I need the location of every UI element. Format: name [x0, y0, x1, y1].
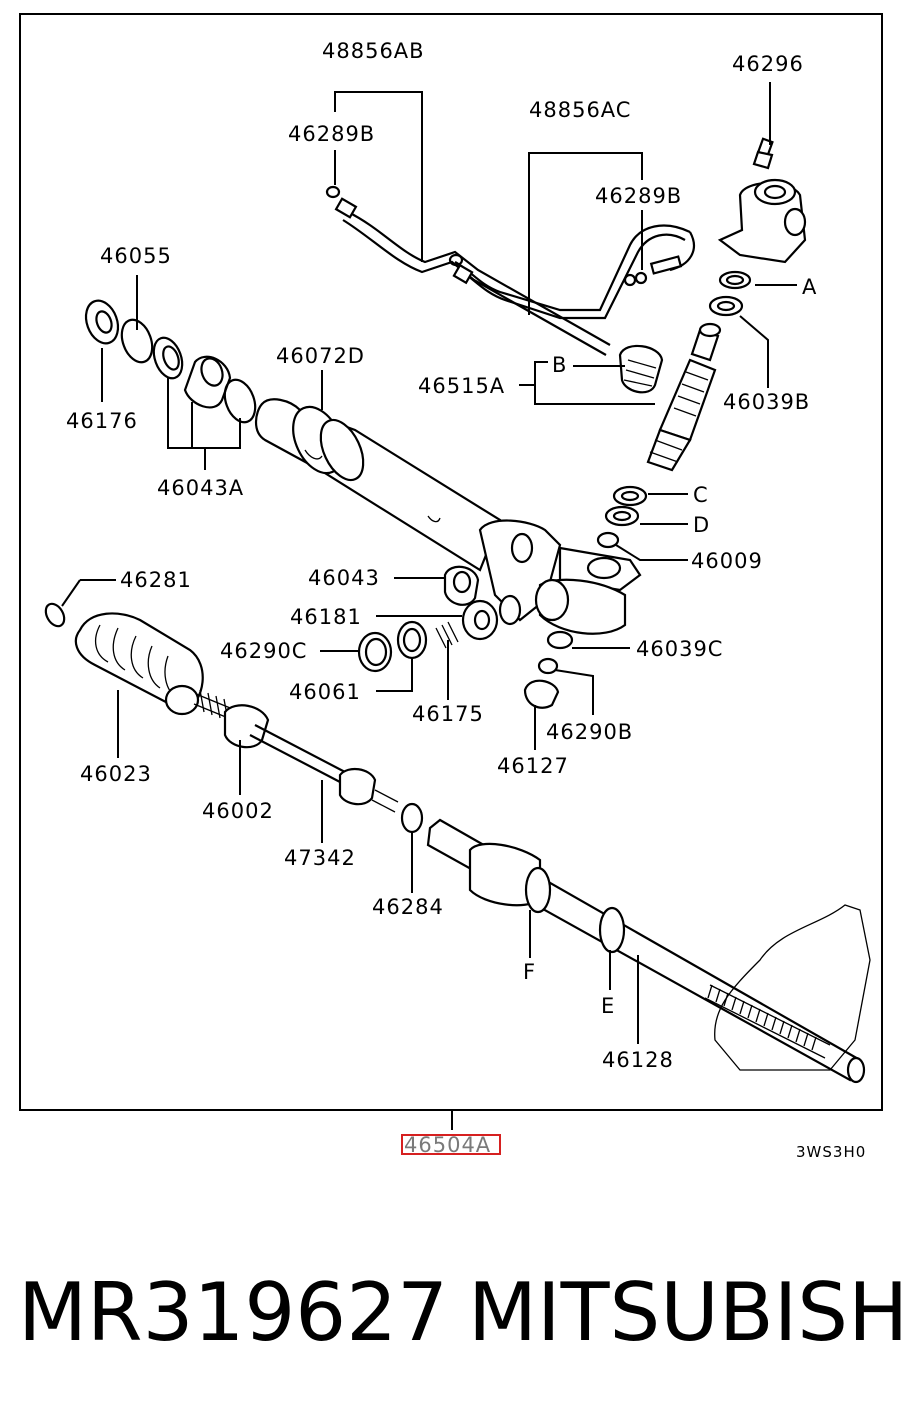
label-46176: 46176: [66, 409, 138, 433]
label-46002: 46002: [202, 799, 274, 823]
label-46289B-lower: 46289B: [595, 184, 682, 208]
label-46175: 46175: [412, 702, 484, 726]
label-46043A: 46043A: [157, 476, 244, 500]
gear-housing: [254, 398, 642, 635]
label-46128: 46128: [602, 1048, 674, 1072]
label-48856AC: 48856AC: [529, 98, 631, 122]
label-46290C: 46290C: [220, 639, 307, 663]
label-F: F: [523, 960, 536, 984]
label-46515A: 46515A: [418, 374, 505, 398]
label-46284: 46284: [372, 895, 444, 919]
assembly-label-highlight: [401, 1134, 501, 1155]
label-46181: 46181: [290, 605, 362, 629]
rack-boot-and-tie-rod: [44, 602, 424, 834]
label-48856AB: 48856AB: [322, 39, 425, 63]
label-46127: 46127: [497, 754, 569, 778]
label-47342: 47342: [284, 846, 356, 870]
brand-caption: MITSUBISHI: [468, 1266, 909, 1359]
assembly-label-46504A[interactable]: 46504A: [404, 1133, 491, 1157]
rack-support-parts: [357, 565, 499, 673]
label-46290B: 46290B: [546, 720, 633, 744]
label-B: B: [552, 353, 567, 377]
label-46043: 46043: [308, 566, 380, 590]
label-E: E: [601, 994, 615, 1018]
label-A: A: [802, 275, 817, 299]
label-46289B-upper: 46289B: [288, 122, 375, 146]
label-46039C: 46039C: [636, 637, 723, 661]
housing-seals: [523, 485, 648, 709]
valve-housing-cap: [708, 137, 807, 317]
pinion-valve: [618, 322, 722, 472]
label-C: C: [693, 483, 709, 507]
label-46039B: 46039B: [723, 390, 810, 414]
label-46055: 46055: [100, 244, 172, 268]
label-46281: 46281: [120, 568, 192, 592]
part-labels: 48856AB 46289B 48856AC 46289B 46296 A 46…: [66, 39, 817, 1072]
part-number-caption: MR319627: [18, 1266, 448, 1359]
label-46296: 46296: [732, 52, 804, 76]
diagram-code: 3WS3H0: [796, 1143, 866, 1161]
label-46009: 46009: [691, 549, 763, 573]
pressure-tubes: [325, 185, 696, 356]
leader-lines: [61, 82, 797, 1130]
steering-rack: [426, 818, 871, 1084]
label-46023: 46023: [80, 762, 152, 786]
label-D: D: [693, 513, 710, 537]
left-end-rings: [84, 299, 257, 424]
label-46061: 46061: [289, 680, 361, 704]
label-46072D: 46072D: [276, 344, 365, 368]
